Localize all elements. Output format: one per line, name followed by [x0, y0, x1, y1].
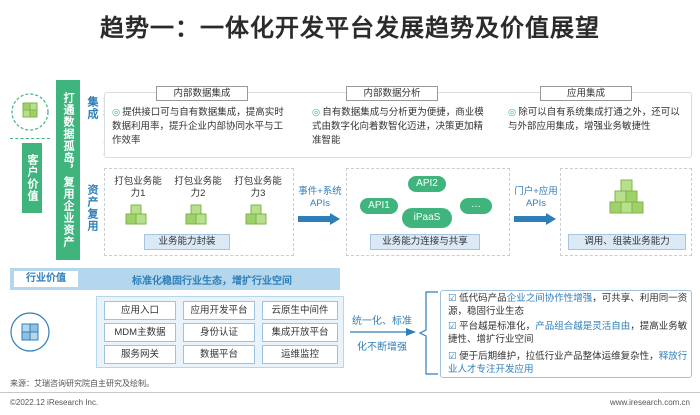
ipaas-cluster	[346, 168, 510, 256]
assemble-box: 调用、组装业务能力	[568, 234, 686, 250]
grid-cell-data-platform: 数据平台	[183, 345, 255, 364]
industry-value-label: 行业价值	[14, 271, 78, 287]
tab-app-integration: 应用集成	[540, 86, 632, 101]
tab-internal-data-integration: 内部数据集成	[156, 86, 248, 101]
grid-cell-mdm: MDM主数据	[104, 323, 176, 342]
package-3-cubes-icon	[244, 204, 272, 231]
package-3-label: 打包业务能力3	[234, 176, 282, 199]
grid-cell-app-dev-platform: 应用开发平台	[183, 301, 255, 320]
tab-internal-data-analysis: 内部数据分析	[346, 86, 438, 101]
grid-cell-app-entry: 应用入口	[104, 301, 176, 320]
desc-app-integration: ◎除可以自有系统集成打通之外，还可以与外部应用集成，增强业务敏捷性	[508, 107, 680, 132]
package-group	[104, 168, 294, 256]
package-2-cubes-icon	[184, 204, 212, 231]
customer-value-label: 客户价值	[22, 143, 42, 213]
ipaas-node: iPaaS	[402, 208, 452, 228]
bullet-icon: ◎	[508, 107, 517, 118]
industry-band	[10, 268, 340, 290]
bracket-icon	[418, 290, 440, 381]
break-silos-label: 打通数据孤岛，复用企业资产	[56, 80, 80, 260]
customer-cubes-icon	[10, 92, 50, 132]
grid-cell-ops-monitor: 运维监控	[262, 345, 338, 364]
industry-headline: 标准化稳固行业生态，增扩行业空间	[132, 276, 292, 287]
arrow-event-system-apis-label: 事件+系统APIs	[298, 186, 342, 209]
desc-internal-data-analysis: ◎自有数据集成与分析更为便捷，商业模式由数字化向着数智化迈进，决策更加精准智能	[312, 107, 484, 146]
package-2-label: 打包业务能力2	[174, 176, 222, 199]
package-1-label: 打包业务能力1	[114, 176, 162, 199]
industry-point-3: ☑ 便于后期维护，拉低行业产品整体运维复杂性，释放行业人才专注开发应用	[448, 351, 688, 375]
footer-divider	[0, 392, 700, 393]
package-label-box: 业务能力封装	[144, 234, 230, 250]
source-note: 来源：艾瑞咨询研究院自主研究及绘制。	[10, 379, 154, 388]
arrow-portal-app-apis-label: 门户+应用APIs	[514, 186, 558, 209]
asset-reuse-label: 资产复用	[86, 184, 98, 232]
api1-node: API1	[360, 198, 398, 214]
package-1-cubes-icon	[124, 204, 152, 231]
checkbox-icon: ☑	[448, 293, 457, 304]
more-node: …	[460, 198, 492, 214]
desc-internal-data-integration: ◎提供接口可与自有数据集成，提高实时数据利用率，提升企业内部协同水平与工作效率	[112, 107, 284, 146]
double-arrow-icon	[350, 324, 416, 342]
bullet-icon: ◎	[112, 107, 121, 118]
industry-points-panel	[440, 290, 692, 378]
assembled-cubes-icon	[602, 176, 652, 227]
grid-cell-cloud-native-middleware: 云原生中间件	[262, 301, 338, 320]
checkbox-icon: ☑	[448, 321, 457, 332]
footer-website: www.iresearch.com.cn	[609, 398, 690, 407]
standardization-arrow-top-label: 统一化、标准	[352, 316, 412, 327]
standardization-arrow-bottom-label: 化不断增强	[357, 342, 407, 353]
industry-cubes-icon	[8, 310, 52, 354]
bullet-icon: ◎	[312, 107, 321, 118]
industry-point-2: ☑ 平台越是标准化，产品组合越是灵活自由，提高业务敏捷性、增扩行业空间	[448, 321, 688, 345]
integration-panel	[104, 92, 692, 158]
grid-cell-service-gateway: 服务网关	[104, 345, 176, 364]
assemble-group	[560, 168, 692, 256]
grid-cell-identity-auth: 身份认证	[183, 323, 255, 342]
grid-cell-integration-platform: 集成开放平台	[262, 323, 338, 342]
industry-point-1: ☑ 低代码产品企业之间协作性增强，可共享、利用同一资源，稳固行业生态	[448, 293, 688, 317]
arrow-right-icon	[298, 212, 340, 230]
api2-node: API2	[408, 176, 446, 192]
footer-copyright: ©2022.12 iResearch Inc.	[10, 398, 99, 407]
connect-share-box: 业务能力连接与共享	[370, 234, 480, 250]
page-title: 趋势一：一体化开发平台发展趋势及价值展望	[100, 15, 600, 42]
arrow-right-icon	[514, 212, 556, 230]
checkbox-icon: ☑	[448, 351, 457, 362]
